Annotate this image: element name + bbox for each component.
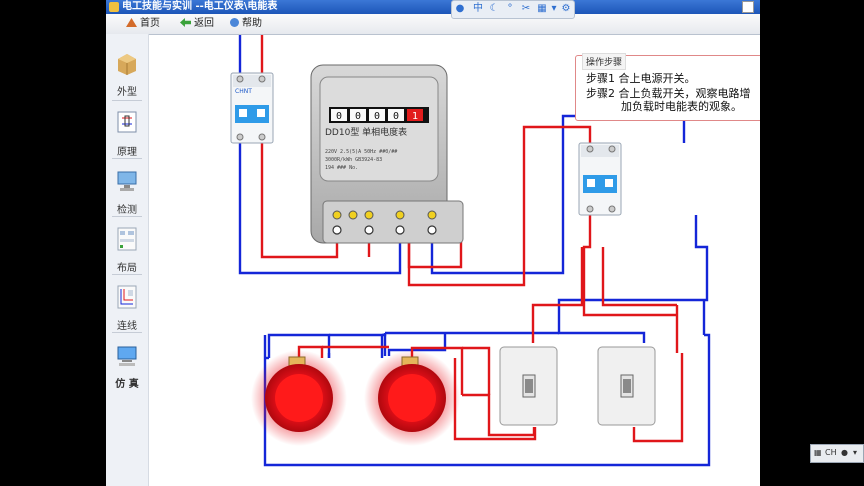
meter-spec: 194 ### No. <box>325 165 358 171</box>
counter-digit: 0 <box>374 111 380 122</box>
counter-digit: 0 <box>393 111 399 122</box>
chevron-down-icon[interactable]: ▾ <box>853 448 858 457</box>
wire <box>670 215 709 302</box>
back-label: 返回 <box>194 18 214 29</box>
app-icon <box>109 2 119 12</box>
wire <box>407 125 592 287</box>
sidebar-item-label: 检测 <box>117 205 137 216</box>
circuit-diagram: CHNT <box>230 35 711 467</box>
sidebar-item-label: 外型 <box>117 87 137 98</box>
home-icon <box>126 18 137 27</box>
sidebar-item-label: 连线 <box>117 321 137 332</box>
divider <box>112 158 142 159</box>
sidebar-item-label: 原理 <box>117 147 137 158</box>
sidebar-item-principle[interactable]: 原理 <box>110 106 144 158</box>
steps-panel: 操作步骤 步骤1 合上电源开关。 步骤2 合上负载开关，观察电路增 加负载时电能… <box>575 53 760 121</box>
meter-terminal-block <box>322 200 464 244</box>
ime-lang-label[interactable]: 中 <box>473 3 483 14</box>
counter-digit: 0 <box>336 111 342 122</box>
wire <box>238 143 402 275</box>
shirt-icon[interactable]: ▾ <box>551 3 557 14</box>
app-window: 电工技能与实训 --电工仪表\电能表 ✕ 首页 返回 帮助 外型 原理 检测 <box>106 0 760 486</box>
energy-meter: 0 0 0 0 1 DD10型 单相电度表 220V 2.5(5)A 50Hz … <box>310 64 464 244</box>
title-bar: 电工技能与实训 --电工仪表\电能表 ✕ <box>106 0 760 14</box>
punctuation-icon[interactable]: ° <box>507 3 513 14</box>
back-button[interactable]: 返回 <box>180 17 214 31</box>
tray-lang-label[interactable]: CH <box>825 448 837 457</box>
steps-panel-header: 操作步骤 <box>582 53 627 70</box>
switch-1[interactable] <box>499 346 558 426</box>
diagram-icon <box>117 111 137 133</box>
box-icon <box>118 54 136 75</box>
help-label: 帮助 <box>242 18 262 29</box>
user-icon[interactable]: ● <box>841 448 848 457</box>
divider <box>112 216 142 217</box>
step-2-text-cont: 加负载时电能表的观象。 <box>621 100 742 113</box>
keyboard-icon[interactable]: ▦ <box>537 3 547 14</box>
wire <box>462 346 491 395</box>
wire <box>582 215 677 317</box>
layout-icon <box>117 227 137 251</box>
divider <box>112 332 142 333</box>
toolbar: 首页 返回 帮助 <box>106 14 760 35</box>
gear-icon[interactable]: ⚙ <box>561 3 571 14</box>
divider <box>112 100 142 101</box>
main-breaker[interactable]: CHNT <box>230 72 274 144</box>
wire <box>557 298 670 343</box>
wire <box>382 333 387 337</box>
back-icon <box>180 18 191 27</box>
sidebar-item-layout[interactable]: 布局 <box>110 222 144 274</box>
help-icon <box>230 18 239 27</box>
breaker-brand: CHNT <box>235 88 252 95</box>
sidebar-item-wiring[interactable]: 连线 <box>110 280 144 332</box>
step-1-text: 步骤1 合上电源开关。 <box>586 72 696 85</box>
ime-logo-icon[interactable]: ● <box>455 3 465 14</box>
simulation-canvas: CHNT <box>149 35 760 486</box>
meter-spec: 220V 2.5(5)A 50Hz ##0/## <box>325 149 397 155</box>
computer-run-icon <box>117 346 137 366</box>
sidebar-item-label: 布局 <box>117 263 137 274</box>
scissors-icon[interactable]: ✂ <box>521 3 531 14</box>
computer-icon <box>117 171 137 191</box>
home-button[interactable]: 首页 <box>126 17 160 31</box>
wire <box>387 333 447 356</box>
divider <box>112 274 142 275</box>
load-breaker[interactable] <box>578 142 622 216</box>
meter-model: DD10型 单相电度表 <box>325 126 407 138</box>
lamp-1 <box>251 350 347 446</box>
sidebar-item-simulation[interactable]: 仿 真 <box>110 338 144 390</box>
wire <box>632 353 684 443</box>
lamp-2 <box>364 350 460 446</box>
meter-spec: 3000R/kWh GB3924-83 <box>325 157 382 163</box>
home-label: 首页 <box>140 18 160 29</box>
window-title: 电工技能与实训 --电工仪表\电能表 <box>122 1 278 12</box>
tray-grid-icon[interactable]: ▦ <box>814 448 822 457</box>
sidebar-item-detection[interactable]: 检测 <box>110 164 144 216</box>
close-icon[interactable]: ✕ <box>742 1 754 13</box>
wiring-icon <box>117 285 137 309</box>
counter-digit: 0 <box>355 111 361 122</box>
switch-2[interactable] <box>597 346 656 426</box>
step-2-text: 步骤2 合上负载开关，观察电路增 <box>586 87 751 100</box>
wire <box>601 247 677 307</box>
moon-icon[interactable]: ☾ <box>489 3 499 14</box>
sidebar-item-appearance[interactable]: 外型 <box>110 46 144 98</box>
counter-digit: 1 <box>412 111 418 122</box>
help-button[interactable]: 帮助 <box>230 17 262 31</box>
sidebar: 外型 原理 检测 布局 连线 仿 真 音乐 <box>106 34 149 486</box>
sidebar-item-label: 仿 真 <box>115 379 139 390</box>
ime-floating-toolbar: ● 中 ☾ ° ✂ ▦ ▾ ⚙ <box>451 0 575 19</box>
wire <box>430 114 686 275</box>
system-tray: ▦ CH ● ▾ <box>810 444 864 463</box>
wire <box>531 247 584 343</box>
